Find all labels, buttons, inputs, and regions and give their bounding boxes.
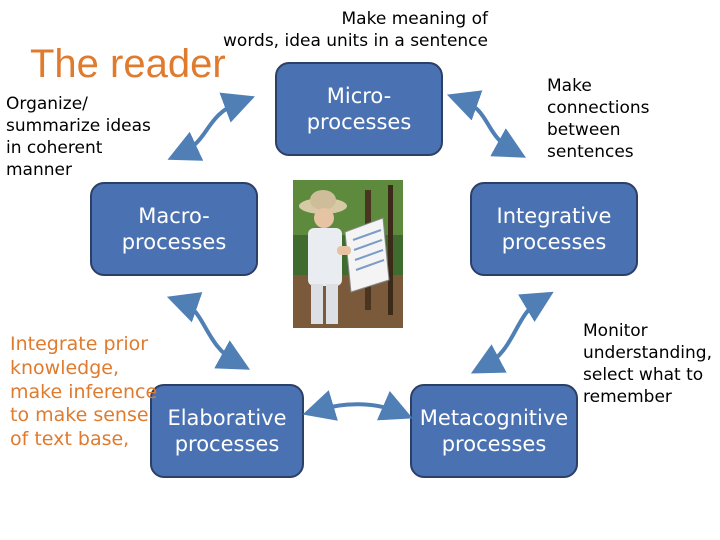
macro-processes-box: Macro- processes (90, 182, 258, 276)
integrative-processes-box: Integrative processes (470, 182, 638, 276)
curved-double-arrow-icon (446, 90, 526, 158)
reader-photo (293, 180, 403, 328)
integrative-note: Make connections between sentences (547, 76, 650, 163)
metacognitive-note: Monitor understanding, select what to re… (583, 321, 712, 408)
micro-note: Make meaning of words, idea units in a s… (223, 9, 488, 52)
elaborative-note: Integrate prior knowledge, make inferenc… (10, 333, 158, 450)
page-title: The reader (30, 42, 226, 86)
curved-double-arrow-icon (470, 291, 554, 374)
elaborative-processes-box: Elaborative processes (150, 384, 304, 478)
micro-processes-box: Micro- processes (275, 62, 443, 156)
macro-note: Organize/ summarize ideas in coherent ma… (6, 94, 151, 181)
curved-double-arrow-icon (302, 390, 413, 421)
curved-double-arrow-icon (167, 92, 255, 161)
metacognitive-processes-box: Metacognitive processes (410, 384, 578, 478)
curved-double-arrow-icon (166, 292, 251, 370)
